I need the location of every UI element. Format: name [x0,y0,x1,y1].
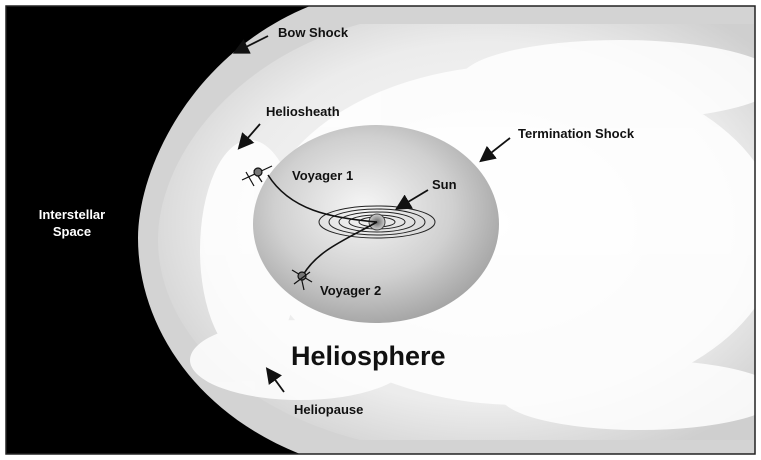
voyager2-label: Voyager 2 [320,283,381,298]
interstellar-space-label-line1: Interstellar [39,207,105,222]
heliopause-label: Heliopause [294,402,363,417]
termination-shock-label: Termination Shock [518,126,635,141]
interstellar-space-label-line2: Space [53,224,91,239]
voyager1-label: Voyager 1 [292,168,353,183]
sun-label: Sun [432,177,457,192]
heliosheath-label: Heliosheath [266,104,340,119]
bow-shock-label: Bow Shock [278,25,349,40]
heliosphere-label: Heliosphere [291,341,446,371]
